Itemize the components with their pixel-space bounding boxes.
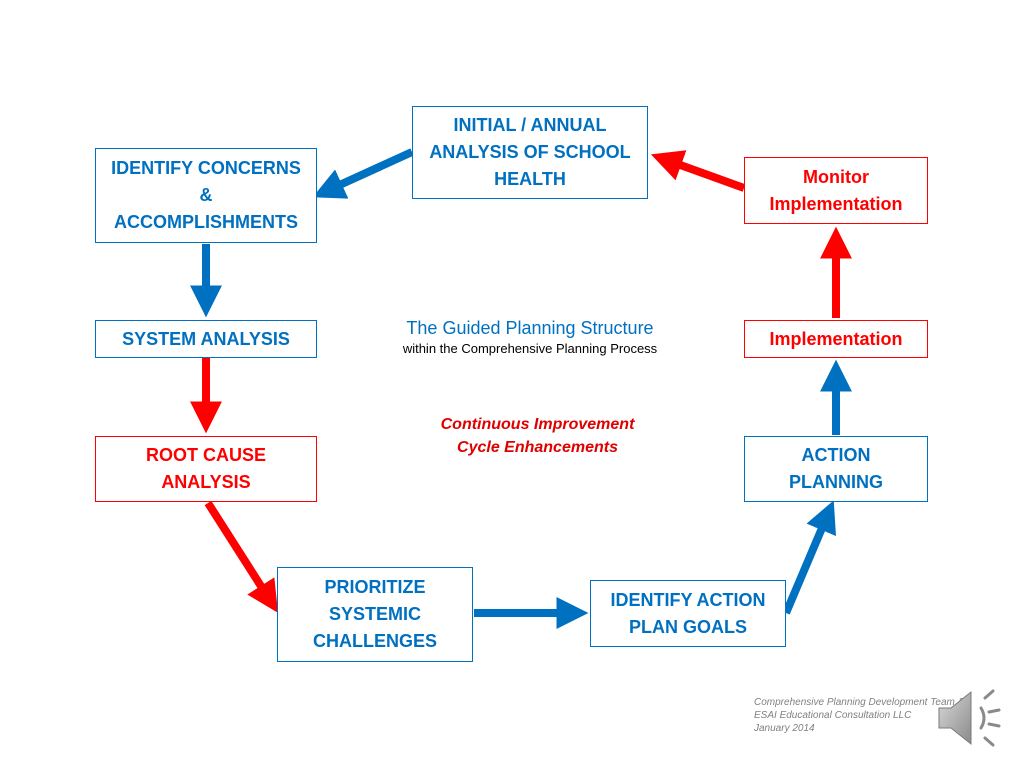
monitor-box: Monitor Implementation: [744, 157, 928, 224]
implementation-label: Implementation: [769, 328, 903, 349]
cycle-note: Continuous Improvement Cycle Enhancement…: [440, 416, 635, 456]
title-main: The Guided Planning Structure: [406, 318, 654, 338]
prioritize-label: PRIORITIZE SYSTEMIC CHALLENGES: [312, 577, 437, 651]
identify-concerns-label: IDENTIFY CONCERNS & ACCOMPLISHMENTS: [111, 158, 301, 232]
arrow-initial-to-concerns: [312, 148, 414, 199]
identify-goals-box: IDENTIFY ACTION PLAN GOALS: [590, 580, 786, 647]
action-planning-box: ACTION PLANNING: [744, 436, 928, 502]
identify-goals-label: IDENTIFY ACTION PLAN GOALS: [610, 589, 766, 637]
title-subtitle: within the Comprehensive Planning Proces…: [402, 341, 658, 356]
arrow-rootcause-to-prioritize: [204, 500, 279, 613]
system-analysis-label: SYSTEM ANALYSIS: [122, 328, 290, 349]
monitor-label: Monitor Implementation: [769, 166, 903, 214]
initial-analysis-box: INITIAL / ANNUAL ANALYSIS OF SCHOOL HEAL…: [412, 106, 648, 199]
diagram-title: The Guided Planning Structure within the…: [360, 316, 700, 358]
identify-concerns-box: IDENTIFY CONCERNS & ACCOMPLISHMENTS: [95, 148, 317, 243]
footer-line-3: January 2014: [754, 723, 815, 734]
arrow-monitor-to-initial: [650, 150, 746, 192]
root-cause-label: ROOT CAUSE ANALYSIS: [145, 445, 266, 492]
implementation-box: Implementation: [744, 320, 928, 358]
arrow-goals-to-actionplanning: [782, 500, 836, 615]
system-analysis-box: SYSTEM ANALYSIS: [95, 320, 317, 358]
footer-line-1: Comprehensive Planning Development Team …: [754, 697, 965, 708]
speaker-icon[interactable]: [935, 686, 1007, 750]
prioritize-box: PRIORITIZE SYSTEMIC CHALLENGES: [277, 567, 473, 662]
action-planning-label: ACTION PLANNING: [789, 445, 883, 492]
footer-line-2: ESAI Educational Consultation LLC: [754, 710, 912, 721]
root-cause-box: ROOT CAUSE ANALYSIS: [95, 436, 317, 502]
footer-credit: Comprehensive Planning Development Team …: [754, 696, 979, 735]
initial-analysis-label: INITIAL / ANNUAL ANALYSIS OF SCHOOL HEAL…: [429, 115, 631, 189]
